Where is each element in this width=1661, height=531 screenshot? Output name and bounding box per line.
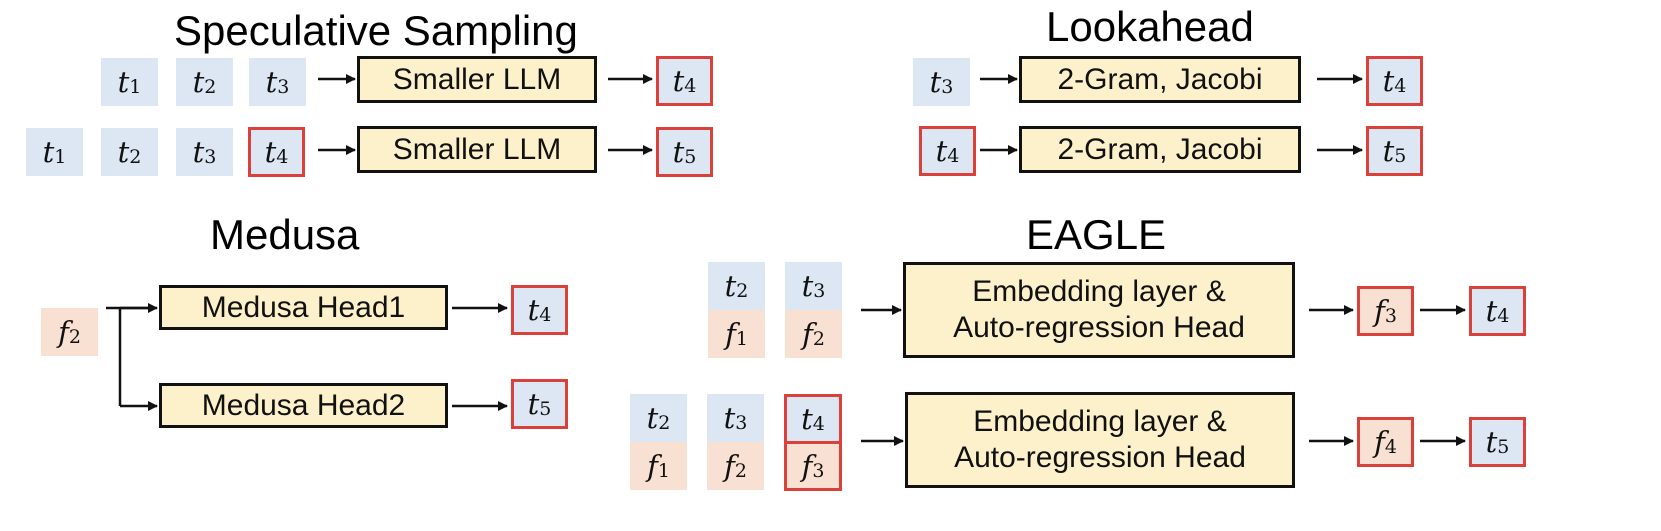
box-eagle-line1: Embedding layer & (972, 275, 1226, 308)
box-eagle-line2: Auto-regression Head (954, 441, 1246, 474)
title-lookahead: Lookahead (1046, 3, 1254, 50)
box-smaller-llm: Smaller LLM (357, 126, 597, 173)
box-medusa-head2: Medusa Head2 (159, 383, 448, 428)
title-speculative-sampling: Speculative Sampling (174, 7, 578, 54)
box-eagle-head: Embedding layer &Auto-regression Head (903, 262, 1295, 358)
box-eagle-line1: Embedding layer & (973, 405, 1227, 438)
box-eagle-line2: Auto-regression Head (953, 311, 1245, 344)
title-eagle: EAGLE (1026, 211, 1167, 258)
box-2gram-jacobi: 2-Gram, Jacobi (1019, 126, 1301, 173)
box-medusa-head1: Medusa Head1 (159, 285, 448, 330)
box-2gram-jacobi: 2-Gram, Jacobi (1019, 56, 1301, 103)
box-smaller-llm: Smaller LLM (357, 56, 597, 103)
box-eagle-head: Embedding layer &Auto-regression Head (905, 392, 1295, 488)
title-medusa: Medusa (210, 211, 360, 258)
